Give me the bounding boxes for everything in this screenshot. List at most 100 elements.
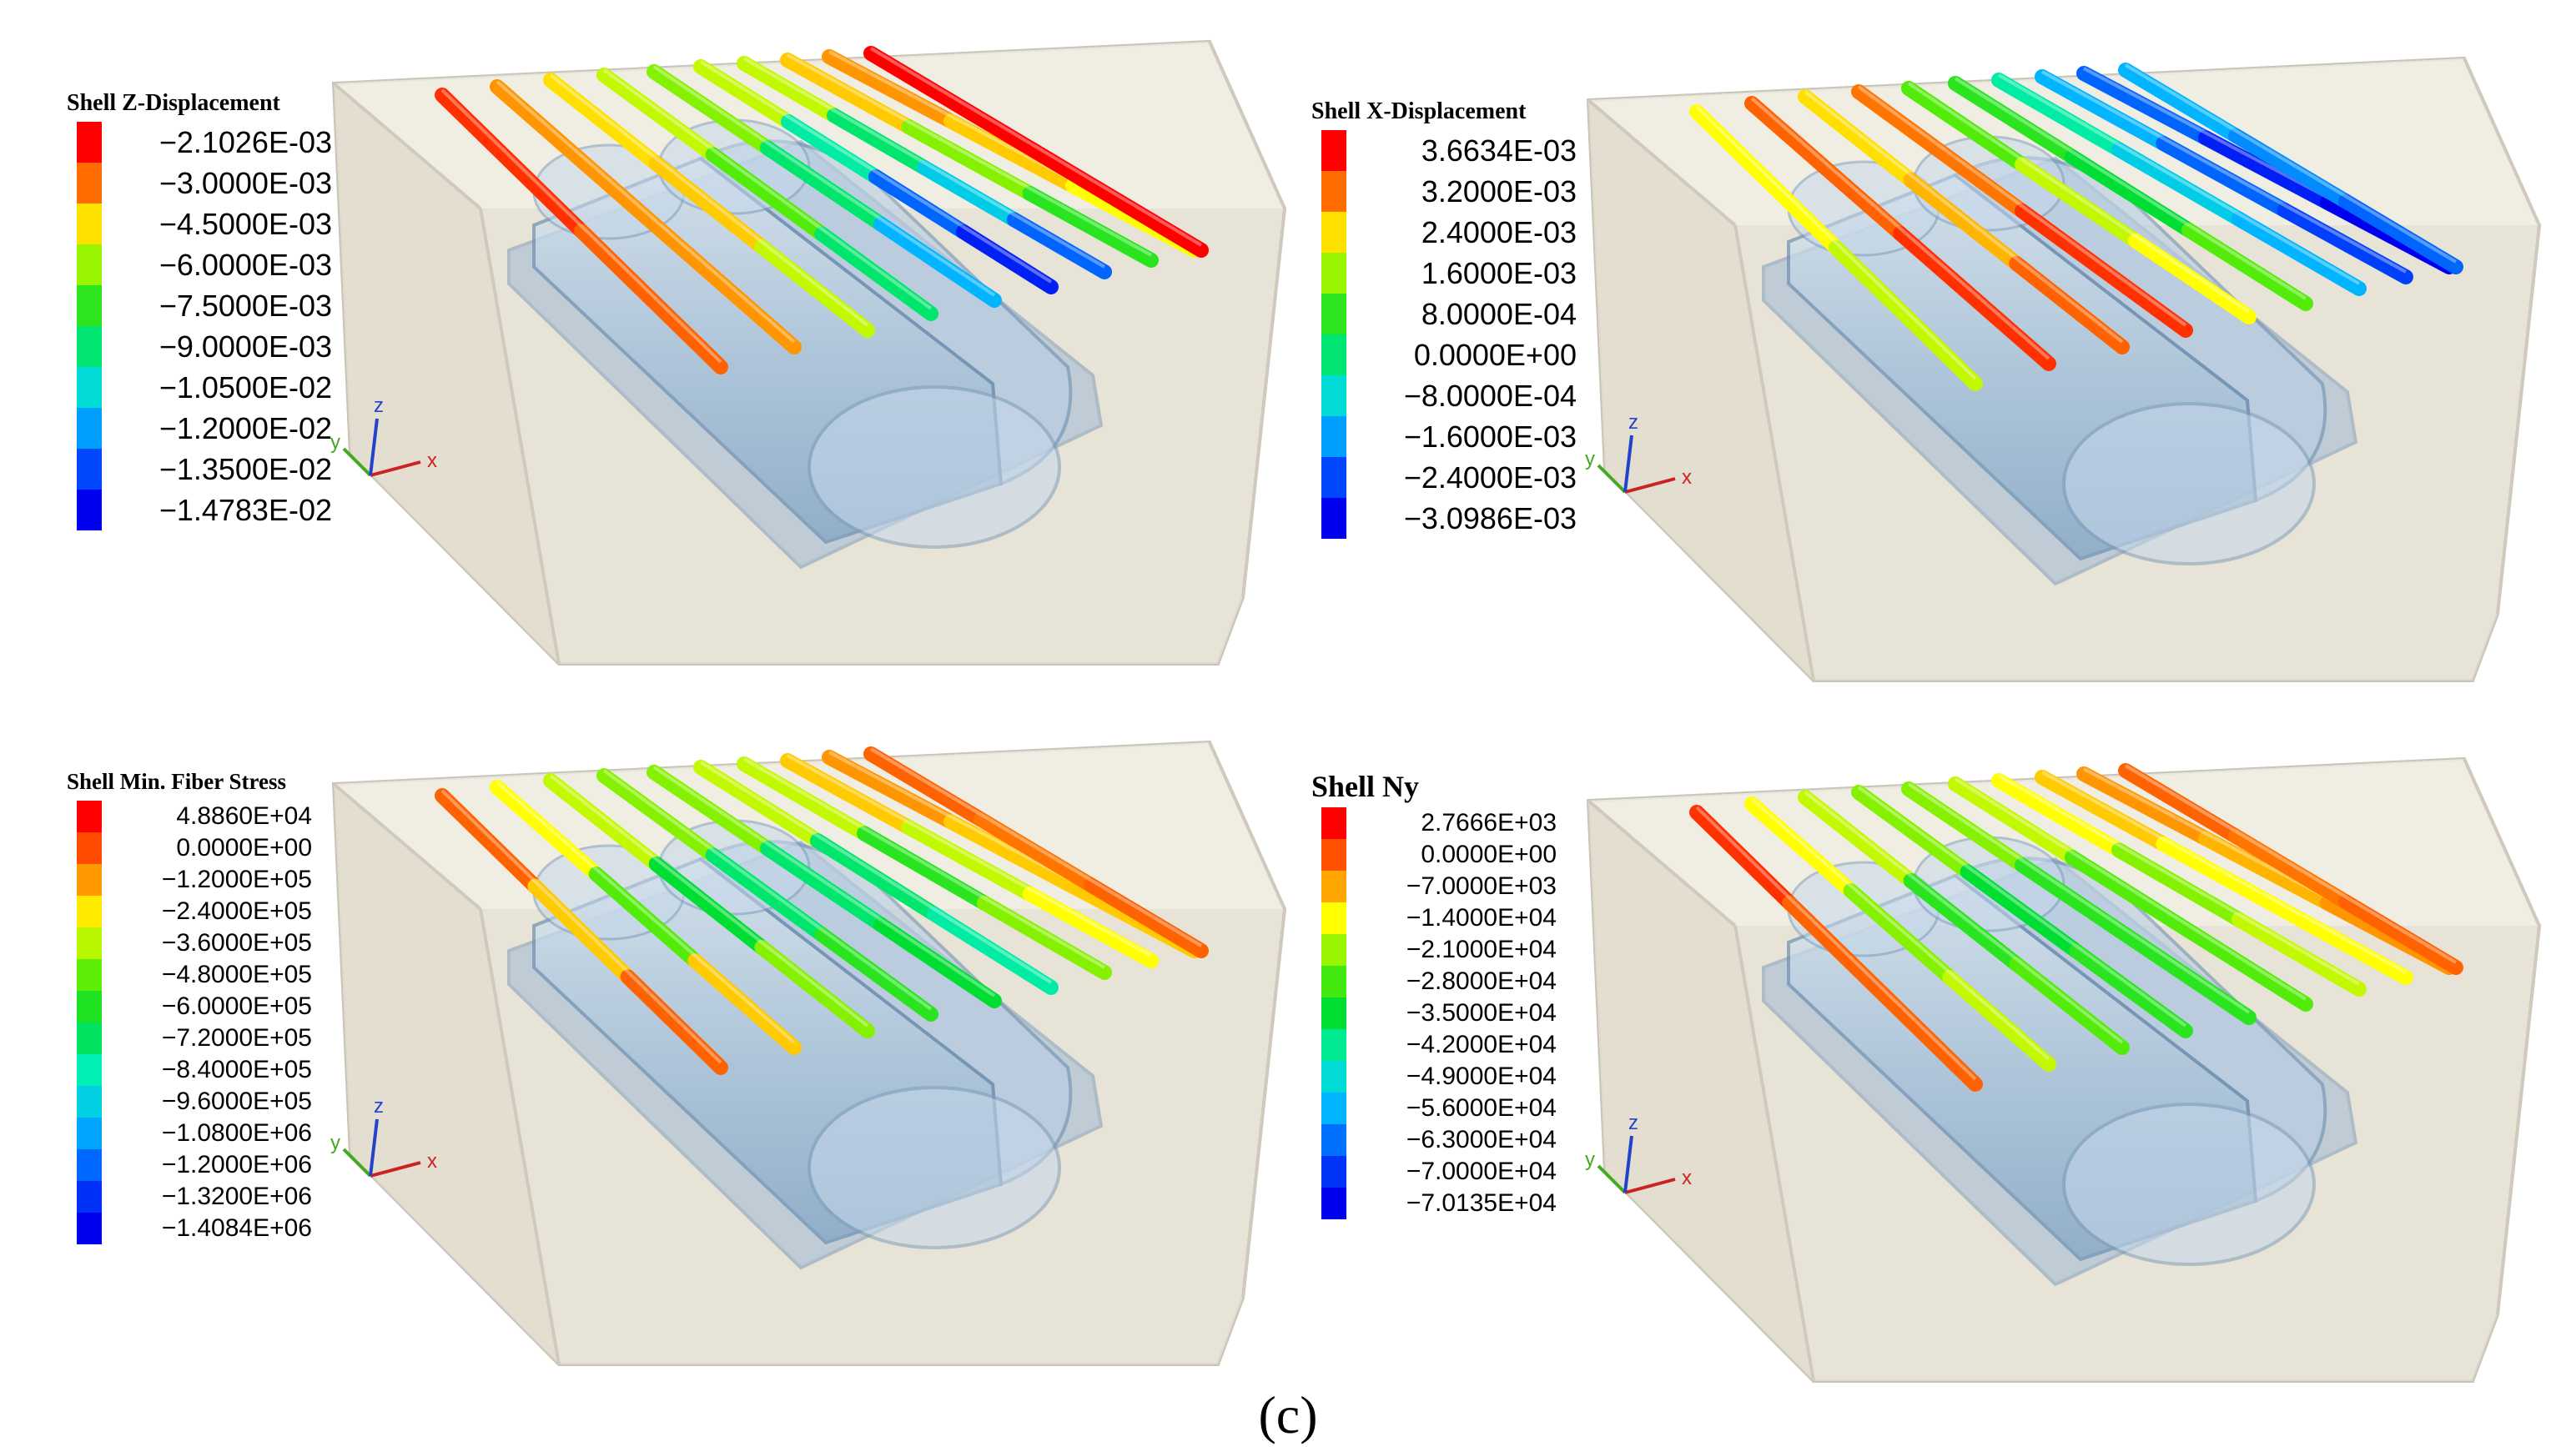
pipe-pile (2231, 912, 2367, 997)
pipe-pile (868, 169, 971, 239)
pipe-pile (2035, 69, 2171, 151)
block-edge (1587, 98, 1737, 227)
pipe-pile (943, 113, 1080, 193)
pipe-pile (754, 940, 875, 1038)
legend-label: −2.8000E+04 (1406, 967, 1557, 995)
pipe-pile (2118, 63, 2243, 143)
legend-label: −1.2000E+05 (161, 865, 312, 893)
legend-label: −1.4084E+06 (161, 1213, 312, 1242)
pipe-pile (2065, 850, 2196, 938)
x-axis-line (370, 460, 421, 477)
pipe-highlight (742, 757, 1106, 969)
x-axis-label: x (427, 1150, 437, 1173)
block-edge (1733, 925, 1815, 1382)
pipe-highlight (1804, 90, 2124, 344)
legend-label: −4.9000E+04 (1406, 1062, 1557, 1090)
z-axis-line (369, 418, 379, 476)
pipe-highlight (787, 754, 1152, 957)
z-axis-label: z (374, 1095, 384, 1118)
pipe-pile (620, 969, 728, 1075)
x-axis-line (1624, 477, 1676, 494)
soil-block-left-face (334, 784, 559, 1364)
pipe-pile (827, 108, 932, 175)
legend-label: −9.0000E-03 (158, 329, 332, 364)
pipe-pile (1843, 883, 1958, 985)
pipe-highlight (1750, 97, 2050, 360)
soil-block-left-face (1588, 801, 1814, 1381)
pipe-pile (737, 756, 872, 842)
y-axis-line (1597, 464, 1627, 494)
y-axis-label: y (1585, 448, 1595, 470)
tunnel-arch-end (2062, 1103, 2316, 1266)
tunnel-arch-end (2062, 402, 2316, 565)
pipe-highlight (869, 747, 1203, 947)
legend-label: −3.6000E+05 (161, 928, 312, 957)
pipe-pile (814, 927, 938, 1022)
color-scale-bar (77, 801, 102, 1244)
color-scale-bar (1321, 130, 1346, 539)
pipe-highlight (440, 789, 722, 1064)
pipe-pile (647, 765, 775, 857)
pipe-pile (1782, 895, 1890, 1002)
legend-label: 4.8860E+04 (176, 801, 312, 830)
pipe-pile (2128, 933, 2257, 1025)
legend-label: 0.0000E+00 (176, 833, 312, 862)
legend-label: 0.0000E+00 (1413, 337, 1577, 372)
block-edge (1241, 908, 1286, 1299)
pipe-pile (781, 114, 883, 184)
pipe-pile (1942, 970, 2056, 1072)
color-scale-bar (77, 122, 102, 530)
block-edge (2463, 758, 2541, 927)
block-edge (1208, 741, 1286, 910)
pipe-pile (857, 826, 992, 911)
pipe-highlight (2124, 63, 2458, 264)
pipe-highlight (1954, 77, 2307, 300)
pipe-pile (1084, 877, 1209, 958)
pipe-pile (1022, 186, 1159, 268)
panel-render: xyz (330, 39, 1287, 666)
pipe-pile (2277, 903, 2413, 985)
pipe-pile (543, 73, 664, 171)
pipe-highlight (1695, 105, 1977, 380)
pipe-pile (1022, 887, 1159, 968)
x-axis-label: x (1682, 466, 1692, 489)
tunnel-arch-end (808, 1086, 1061, 1249)
pipe-pile (814, 226, 938, 321)
z-axis-line (369, 1118, 379, 1177)
panel-render: xyz (330, 740, 1287, 1366)
pipe-pile (2228, 128, 2353, 209)
pipe-highlight (652, 65, 996, 297)
legend-label: 3.6634E-03 (1421, 133, 1577, 168)
pipe-pile (901, 820, 1038, 902)
pipe-pile (435, 788, 543, 894)
pipe-pile (1991, 773, 2126, 858)
pipe-highlight (699, 761, 1053, 984)
pipe-pile (1901, 81, 2030, 173)
legend-title: Shell X-Displacement (1311, 98, 1527, 124)
pipe-pile (490, 79, 653, 224)
legend-label: −1.2000E-02 (158, 410, 332, 445)
pipe-pile (596, 68, 721, 163)
y-axis-label: y (330, 431, 340, 454)
pipe-pile (1901, 781, 2030, 873)
pipe-pile (1744, 796, 1859, 898)
pipe-highlight (652, 766, 996, 997)
pipe-pile (822, 750, 958, 830)
legend-label: −7.5000E-03 (158, 288, 332, 323)
block-edge (2496, 224, 2541, 615)
pipe-pile (2198, 130, 2335, 210)
pipe-pile (1903, 873, 2025, 972)
pipe-pile (780, 753, 917, 835)
axis-triad: xyz (330, 394, 437, 477)
pipe-pile (760, 140, 888, 232)
block-edge (1587, 799, 1737, 927)
pipe-highlight (1857, 786, 2187, 1027)
pipe-pile (2065, 149, 2196, 238)
z-axis-label: z (1628, 411, 1638, 434)
legend-label: −4.2000E+04 (1406, 1030, 1557, 1058)
scene: x y z (1585, 56, 2542, 682)
y-axis-line (342, 447, 372, 477)
pipe-pile (2156, 837, 2292, 918)
